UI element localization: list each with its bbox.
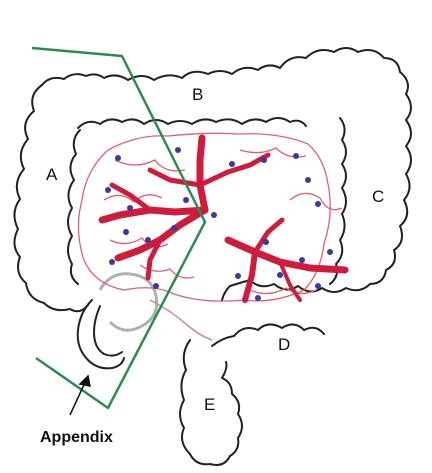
lymph-node: [171, 225, 177, 231]
middle-colic-left-branch: [200, 155, 268, 185]
ileum-loop: [100, 274, 157, 330]
ascending-outer-wall: [14, 85, 88, 311]
appendix-arrow-head: [80, 376, 90, 386]
lymph-node: [277, 272, 283, 278]
lymph-node: [127, 205, 133, 211]
lymph-node: [235, 273, 241, 279]
lymph-node: [115, 155, 121, 161]
lymph-node: [305, 177, 311, 183]
lymph-node: [183, 197, 189, 203]
descending-inner-wall: [330, 118, 346, 284]
inferior-mesenteric-artery: [228, 240, 345, 270]
lymph-node: [255, 295, 261, 301]
label-appendix: Appendix: [40, 429, 113, 446]
arcade-5: [290, 193, 342, 209]
lymph-node: [211, 212, 217, 218]
lymph-node: [293, 153, 299, 159]
lymph-node: [327, 249, 333, 255]
label-d: D: [278, 335, 290, 354]
label-e: E: [204, 395, 215, 414]
lymph-node: [153, 283, 159, 289]
label-b: B: [192, 85, 203, 104]
lymph-node: [123, 229, 129, 235]
sigmoid-branch: [245, 252, 255, 300]
ileum-tail: [150, 300, 212, 340]
lymph-node: [175, 147, 181, 153]
middle-colic-right-branch: [150, 170, 200, 185]
appendix-outline: [78, 300, 124, 368]
lymph-node: [109, 259, 115, 265]
middle-colic-artery: [200, 138, 205, 210]
lymph-node: [261, 157, 267, 163]
lymph-node: [145, 237, 151, 243]
lymph-node: [315, 283, 321, 289]
lymph-node: [229, 161, 235, 167]
lymph-node: [299, 257, 305, 263]
left-colic-branch: [255, 220, 282, 252]
lymph-nodes: [105, 147, 333, 301]
label-a: A: [46, 165, 58, 184]
appendix-arrow: [70, 376, 90, 415]
lymph-node: [105, 187, 111, 193]
rectum-inner: [212, 324, 324, 346]
ascending-inner-wall: [68, 130, 80, 284]
ileocolic-artery: [118, 210, 205, 258]
transverse-inner-wall: [78, 118, 306, 128]
label-c: C: [372, 187, 384, 206]
lymph-node: [315, 201, 321, 207]
lymph-node: [263, 239, 269, 245]
